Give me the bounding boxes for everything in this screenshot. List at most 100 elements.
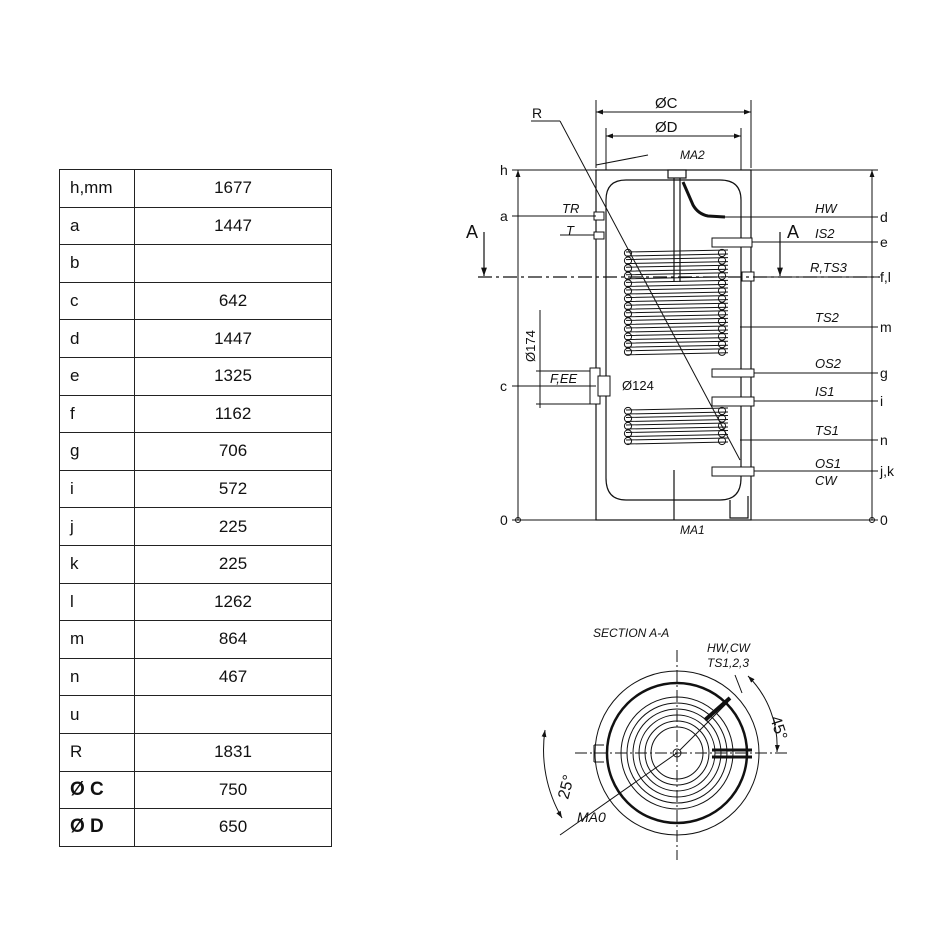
- row-key: g: [59, 432, 135, 471]
- row-key: m: [59, 620, 135, 659]
- left-conn-t: T: [566, 223, 575, 238]
- row-value: 1325: [134, 356, 332, 396]
- coil-turn: [625, 348, 729, 356]
- coil-turn: [625, 333, 729, 341]
- section-angle-25: 25°: [555, 773, 578, 801]
- row-key: Ø D: [59, 808, 135, 847]
- right-label-zero: 0: [880, 512, 888, 528]
- coil-turn: [625, 325, 729, 333]
- row-value: 1447: [134, 206, 332, 246]
- coil-tube-section: [717, 347, 727, 356]
- right-label-jk: j,k: [879, 463, 895, 479]
- row-key: h,mm: [59, 169, 135, 208]
- conn-hw: HW: [815, 201, 838, 216]
- row-key: l: [59, 582, 135, 622]
- row-value: [134, 244, 332, 283]
- right-label-g: g: [880, 365, 888, 381]
- row-key: Ø C: [59, 770, 135, 810]
- coil-turn: [625, 422, 729, 430]
- row-key: b: [59, 244, 135, 283]
- table-row: u: [59, 695, 332, 734]
- row-key: i: [59, 469, 135, 509]
- upper-heat-exchanger-coil: [623, 248, 729, 356]
- row-key: u: [59, 695, 135, 734]
- coil-turn: [625, 437, 729, 445]
- lower-heat-exchanger-coil: [623, 406, 729, 446]
- right-label-m: m: [880, 319, 892, 335]
- nozzles: [589, 211, 755, 477]
- section-title: SECTION A-A: [593, 626, 669, 640]
- coil-turn: [625, 257, 729, 265]
- row-value: 650: [134, 808, 332, 847]
- tank-body: [595, 169, 752, 521]
- ma2-label: MA2: [680, 148, 705, 162]
- coil-turn: [625, 264, 729, 272]
- row-key: k: [59, 544, 135, 584]
- row-value: 1831: [134, 732, 332, 772]
- coil-turn: [625, 249, 729, 257]
- right-label-n: n: [880, 432, 888, 448]
- dim-d-label: ØD: [655, 119, 678, 136]
- left-label-zero: 0: [500, 512, 508, 528]
- right-label-i: i: [880, 393, 883, 409]
- left-scale: [512, 169, 596, 521]
- dim-174-label: Ø174: [523, 330, 538, 362]
- conn-is2: IS2: [815, 226, 835, 241]
- coil-turn: [625, 430, 729, 437]
- coil-turn: [625, 340, 729, 348]
- conn-os1: OS1: [815, 456, 841, 471]
- conn-os2: OS2: [815, 356, 842, 371]
- section-view: [541, 650, 790, 860]
- coil-turn: [625, 287, 729, 295]
- row-value: 225: [134, 507, 332, 546]
- section-hwcw-label: HW,CW: [707, 641, 752, 655]
- conn-rts3: R,TS3: [810, 260, 848, 275]
- dim-c-label: ØC: [655, 95, 678, 112]
- left-label-a: a: [500, 208, 508, 224]
- coil-turn: [625, 317, 729, 325]
- coil-tube-section: [717, 436, 727, 446]
- right-label-e: e: [880, 234, 888, 250]
- table-row: b: [59, 244, 332, 283]
- coil-turn: [625, 295, 729, 303]
- coil-tube-section: [623, 347, 633, 356]
- coil-turn: [625, 302, 729, 310]
- row-value: 1677: [134, 169, 332, 208]
- left-conn-tr: TR: [562, 201, 579, 216]
- row-key: d: [59, 319, 135, 358]
- section-angle-45: 45°: [766, 714, 790, 742]
- row-value: 1162: [134, 394, 332, 434]
- row-key: R: [59, 732, 135, 772]
- coil-tube-section: [623, 436, 633, 446]
- row-value: 642: [134, 281, 332, 321]
- r-leader: [531, 120, 741, 461]
- conn-ts1: TS1: [815, 423, 839, 438]
- r-label: R: [532, 105, 542, 121]
- row-value: 750: [134, 770, 332, 810]
- ma1-label: MA1: [680, 523, 705, 537]
- conn-is1: IS1: [815, 384, 835, 399]
- left-label-h: h: [500, 162, 508, 178]
- section-marker-right: A: [787, 222, 799, 242]
- right-label-fl: f,l: [880, 269, 891, 285]
- section-marker-left: A: [466, 222, 478, 242]
- left-conn-fee: F,EE: [550, 371, 578, 386]
- right-label-d: d: [880, 209, 888, 225]
